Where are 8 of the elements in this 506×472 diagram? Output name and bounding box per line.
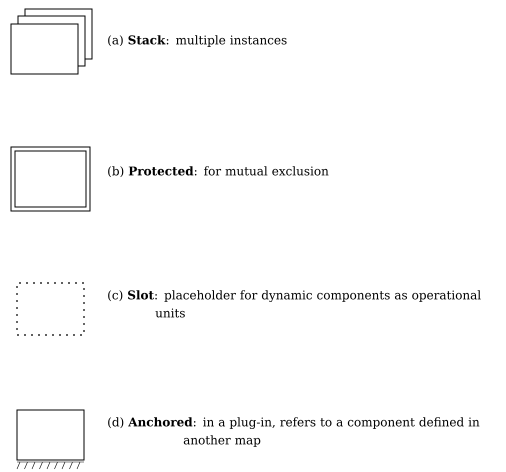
double-border-box — [10, 146, 90, 212]
description-text: (b) Protected: for mutual exclusion — [108, 166, 328, 178]
anchored-box — [16, 410, 84, 470]
dotted-box — [16, 282, 85, 336]
description-text: (d) Anchored: in a plug-in, refers to a component defined in another map — [108, 417, 480, 447]
stack-symbol — [10, 8, 92, 74]
description-text: (a) Stack: multiple instances — [108, 35, 287, 47]
description-text: (c) Slot: placeholder for dynamic components as operational units — [108, 290, 481, 318]
